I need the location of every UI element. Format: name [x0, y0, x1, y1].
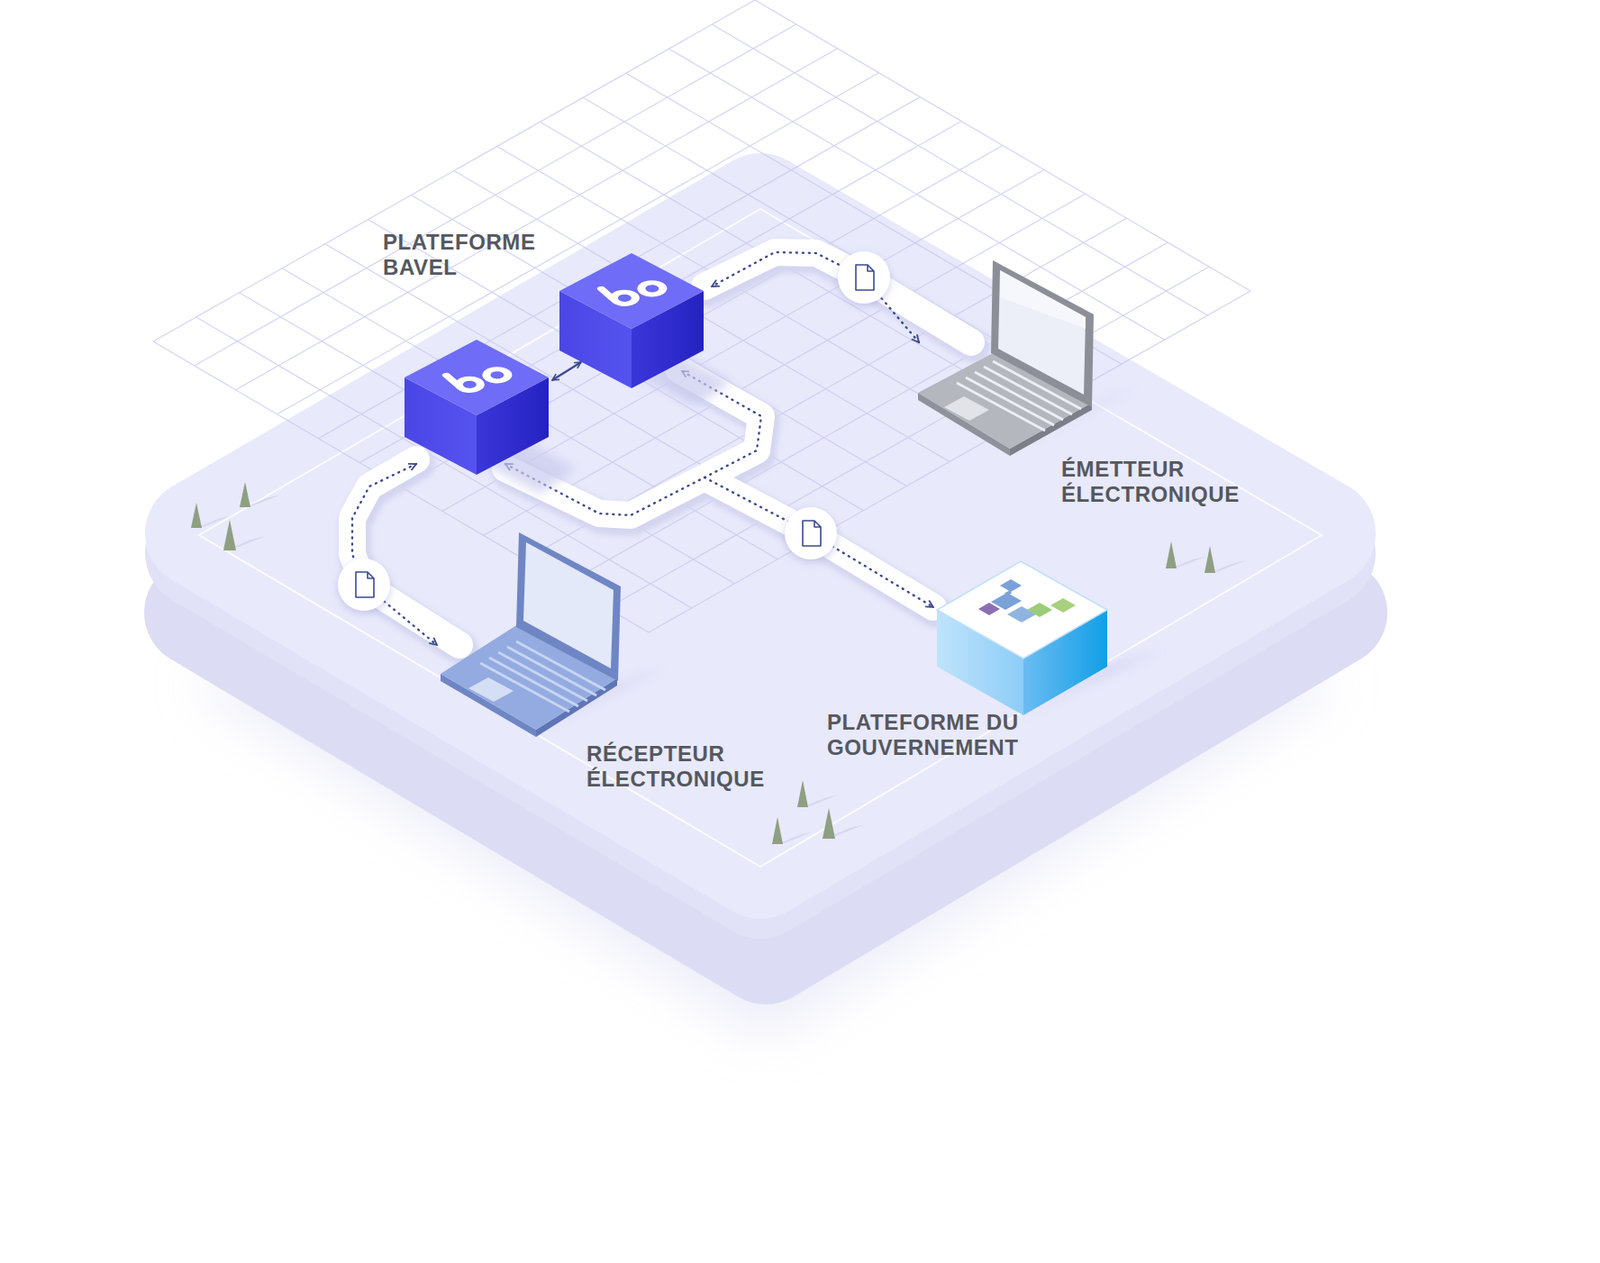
emitter-node: ÉMETTEUR ÉLECTRONIQUE — [918, 256, 1100, 451]
node-label: PLATEFORME DU GOUVERNEMENT — [827, 709, 1071, 762]
trees — [190, 481, 1246, 845]
node-label: RÉCEPTEUR ÉLECTRONIQUE — [586, 741, 767, 793]
bavel-cube — [404, 339, 549, 475]
platform-region: PLATEFORME BAVEL — [378, 225, 712, 464]
bavel-cube — [559, 253, 704, 389]
gov-platform-node: PLATEFORME DU GOUVERNEMENT — [933, 558, 1141, 721]
slab-rim — [199, 209, 1322, 867]
dotted-connector — [352, 463, 437, 646]
receiver-node: RÉCEPTEUR ÉLECTRONIQUE — [436, 531, 627, 735]
laptop-receiver — [440, 532, 663, 737]
node-label: ÉMETTEUR ÉLECTRONIQUE — [1061, 456, 1242, 509]
upper-slab — [199, 207, 1322, 865]
dotted-connector — [711, 252, 919, 343]
roads — [352, 252, 974, 650]
document-icons — [337, 251, 891, 611]
grid-plane — [153, 0, 1251, 633]
gov-platform-box — [936, 561, 1163, 716]
sync-arrow — [552, 362, 582, 381]
node-label: PLATEFORME BAVEL — [382, 229, 564, 282]
laptop-emitter — [918, 260, 1136, 456]
